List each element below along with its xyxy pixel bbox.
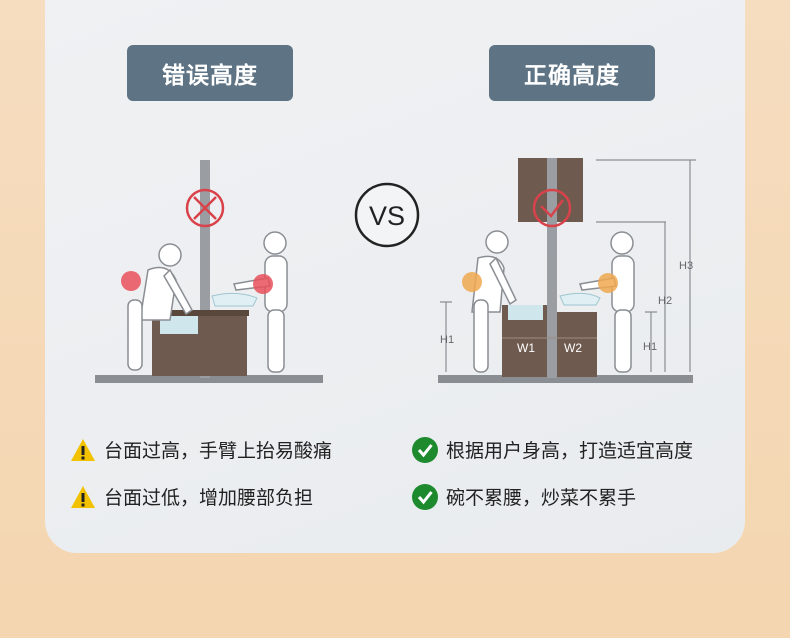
wall-pole [547,158,557,378]
w2-label: W2 [564,341,582,355]
wrong-x-icon [185,188,225,228]
h2-label: H2 [658,295,672,307]
wrong-tip-1: 台面过高，手臂上抬易酸痛 [70,436,332,463]
wrong-tip-2: 台面过低，增加腰部负担 [70,483,313,510]
check-circle-icon [412,483,438,510]
tip-text: 台面过低，增加腰部负担 [104,487,314,509]
h1-label-right: H1 [643,341,657,353]
right-tip-2: 碗不累腰，炒菜不累手 [412,483,636,510]
wrong-height-illustration [95,160,323,383]
tip-text: 台面过高，手臂上抬易酸痛 [104,440,333,462]
correct-check-icon [532,188,572,228]
tip-text: 碗不累腰，炒菜不累手 [446,487,637,509]
vs-badge: VS [354,182,420,248]
warning-icon [71,485,95,508]
arm-marker [598,273,618,293]
floor [95,375,323,383]
back-marker [462,272,482,292]
stove-cabinet [557,312,597,377]
wall-pole [200,160,210,378]
bending-person [127,243,193,371]
back-pain-marker [121,271,141,291]
wrong-height-title: 错误高度 [127,45,293,101]
h3-label: H3 [679,260,693,272]
bending-person [471,230,517,373]
correct-height-illustration: H1 H1 H2 H3 W1 W2 [438,158,696,383]
tip-text: 根据用户身高，打造适宜高度 [446,440,694,462]
vs-label: VS [369,201,405,231]
warning-icon [71,438,95,461]
check-circle-icon [412,436,438,463]
h1-label-left: H1 [440,334,454,346]
arm-pain-marker [253,274,273,294]
w1-label: W1 [517,341,535,355]
right-tip-1: 根据用户身高，打造适宜高度 [412,436,693,463]
correct-height-title: 正确高度 [489,45,655,101]
dimension-lines [440,159,696,372]
floor [438,375,693,383]
